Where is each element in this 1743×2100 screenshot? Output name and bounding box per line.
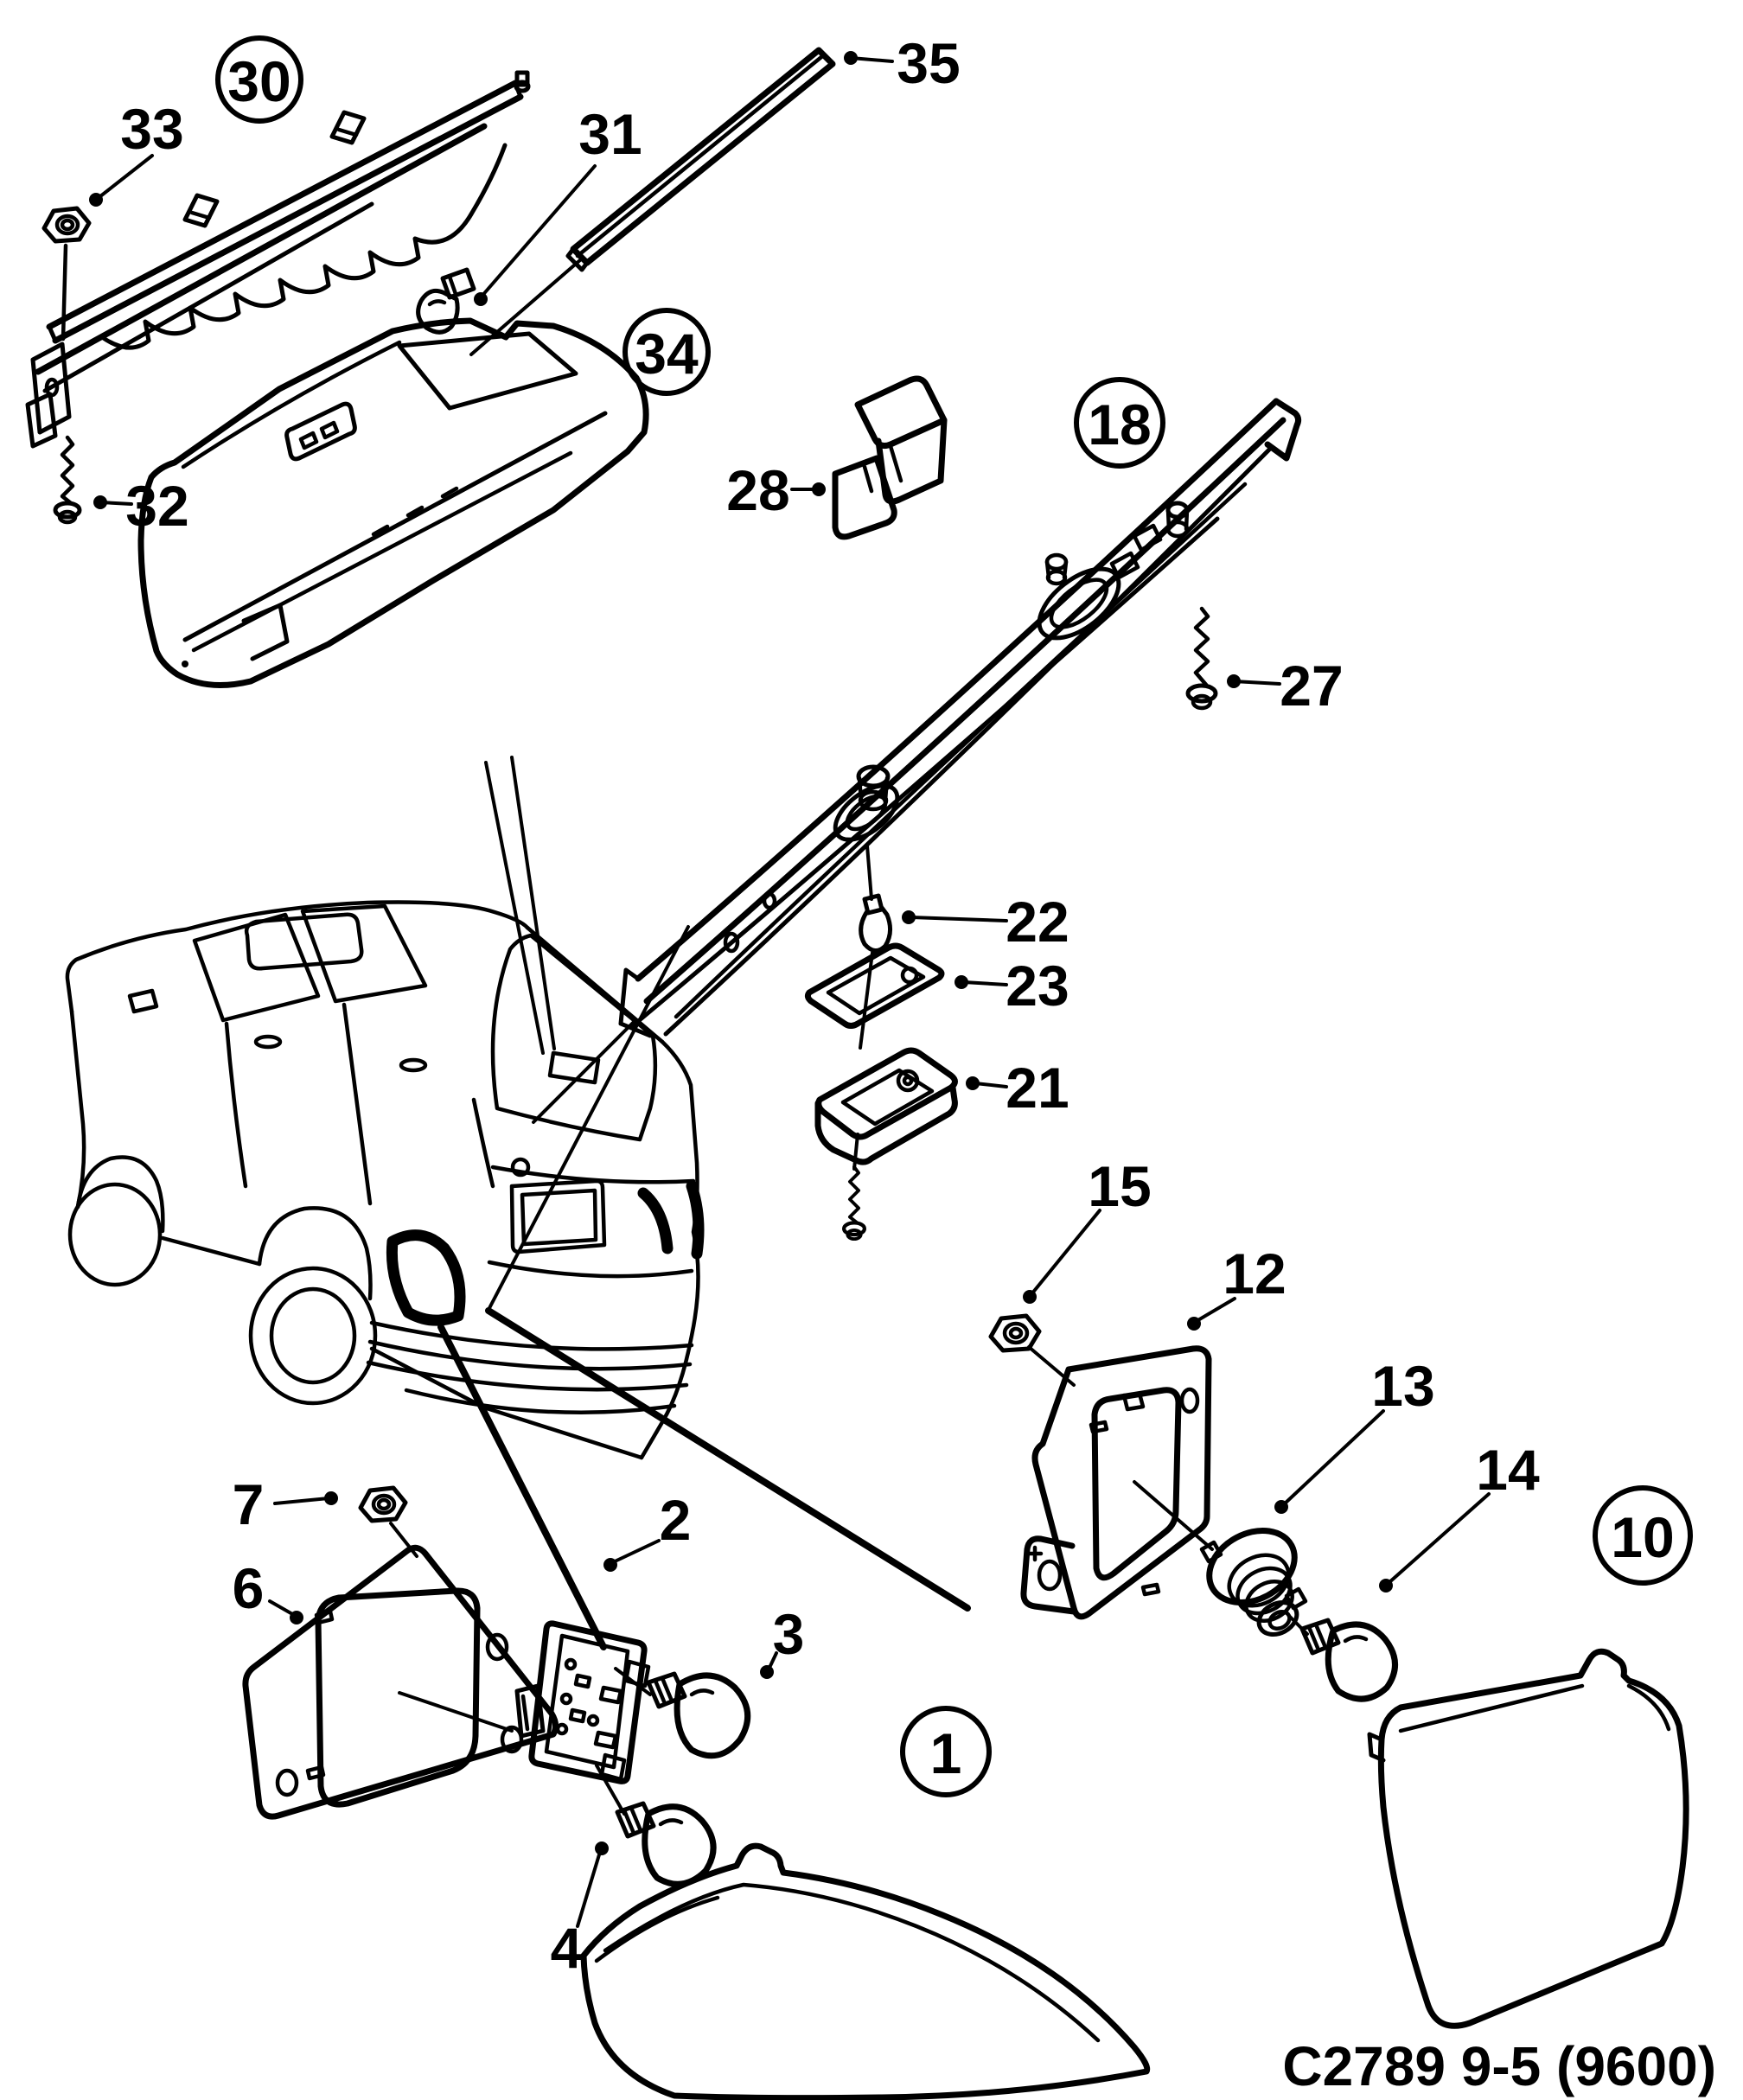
callout-31: 31 [578,102,642,166]
figure-caption: C2789 9-5 (9600) [1282,2035,1716,2097]
bulb-14 [1299,1618,1398,1702]
circled-callout-18: 18 [1074,377,1165,469]
svg-text:10: 10 [1611,1505,1674,1569]
callout-32: 32 [125,474,188,538]
callout-33: 33 [120,97,183,161]
bulb-31 [416,267,476,335]
gasket-opening [315,1587,481,1808]
screw-21 [841,1165,867,1241]
part-35-moulding-strip [565,47,836,272]
door-handle [253,1034,283,1050]
svg-text:1: 1 [930,1721,962,1785]
nut-15 [988,1313,1042,1353]
callout-12: 12 [1223,1241,1286,1305]
circled-callout-34: 34 [622,308,711,396]
circled-callout-30: 30 [215,35,303,124]
callout-21: 21 [1006,1056,1069,1120]
clip [329,110,367,145]
callout-23: 23 [1006,954,1069,1018]
svg-text:30: 30 [227,49,290,113]
callout-7: 7 [233,1472,265,1536]
location-lines [437,756,971,1650]
part-34-shelf-panel [137,317,649,688]
callout-22: 22 [1006,890,1069,954]
bulb-4 [615,1801,717,1887]
part-30-brakelight-strip [25,70,531,449]
callout-4: 4 [551,1916,583,1980]
door-window [300,903,428,1004]
gasket-6 [242,1544,559,1820]
rear-wheel [248,1266,378,1406]
callout-15: 15 [1088,1154,1151,1218]
callout-13: 13 [1371,1354,1434,1418]
nut-7 [358,1485,408,1523]
rear-window [490,933,658,1142]
gasket-6-pointer [398,1691,514,1733]
callout-2: 2 [660,1488,692,1552]
callout-35: 35 [897,31,960,95]
gasket-12 [1020,1345,1212,1620]
screw-27 [1185,606,1218,711]
bulb-22 [859,893,892,953]
callout-14: 14 [1476,1438,1540,1502]
door-handle [399,1057,428,1073]
callout-6: 6 [233,1556,265,1620]
socket-13 [1199,1528,1308,1637]
lens-21 [814,1047,958,1165]
gasket-12-pointer [1133,1480,1214,1551]
part-28-clip [832,375,948,540]
assembly-line-35-to-34 [469,258,583,356]
badge [510,1157,531,1178]
nut-33 [42,206,92,244]
badge [284,401,357,462]
window-opening [397,331,578,411]
sunroof [244,912,364,971]
holder-to-bulb3-line [614,1667,652,1696]
leader-lines [89,51,1491,1928]
callout-27: 27 [1280,654,1343,718]
gasket-opening [1091,1387,1182,1581]
circled-callout-10: 10 [1593,1485,1693,1586]
screw-32 [53,435,82,525]
bulb-3 [646,1671,751,1759]
licence-recess [509,1178,607,1254]
circled-callout-1: 1 [900,1706,992,1797]
connector [514,1683,546,1739]
car-saab-9-5 [65,900,705,1460]
shelf-cutout [547,1050,601,1085]
plus-mark [1026,1545,1044,1562]
lens-1-outer-tail-lamp [580,1842,1151,2100]
holder-to-bulb4-line [595,1764,626,1816]
part-18-trunk-trim [618,398,1302,1038]
callout-labels: 33 31 32 35 28 27 22 23 21 7 6 2 3 4 15 … [120,31,1540,1980]
callout-28: 28 [726,458,789,522]
tail-light-right [637,1180,705,1260]
nut-33-axis-line [61,243,68,341]
gasket-23 [804,942,945,1029]
svg-text:18: 18 [1088,393,1151,456]
callout-3: 3 [773,1602,805,1666]
front-wheel [67,1182,163,1287]
mirror [127,988,159,1014]
gasket-edge [99,143,508,350]
lens-10-inner-tail-lamp [1367,1648,1689,2029]
bracket-tab [1020,1535,1077,1615]
svg-text:34: 34 [635,322,699,386]
bulb-holder-2 [514,1620,651,1784]
clip [182,193,220,228]
tail-light-left [386,1229,466,1326]
